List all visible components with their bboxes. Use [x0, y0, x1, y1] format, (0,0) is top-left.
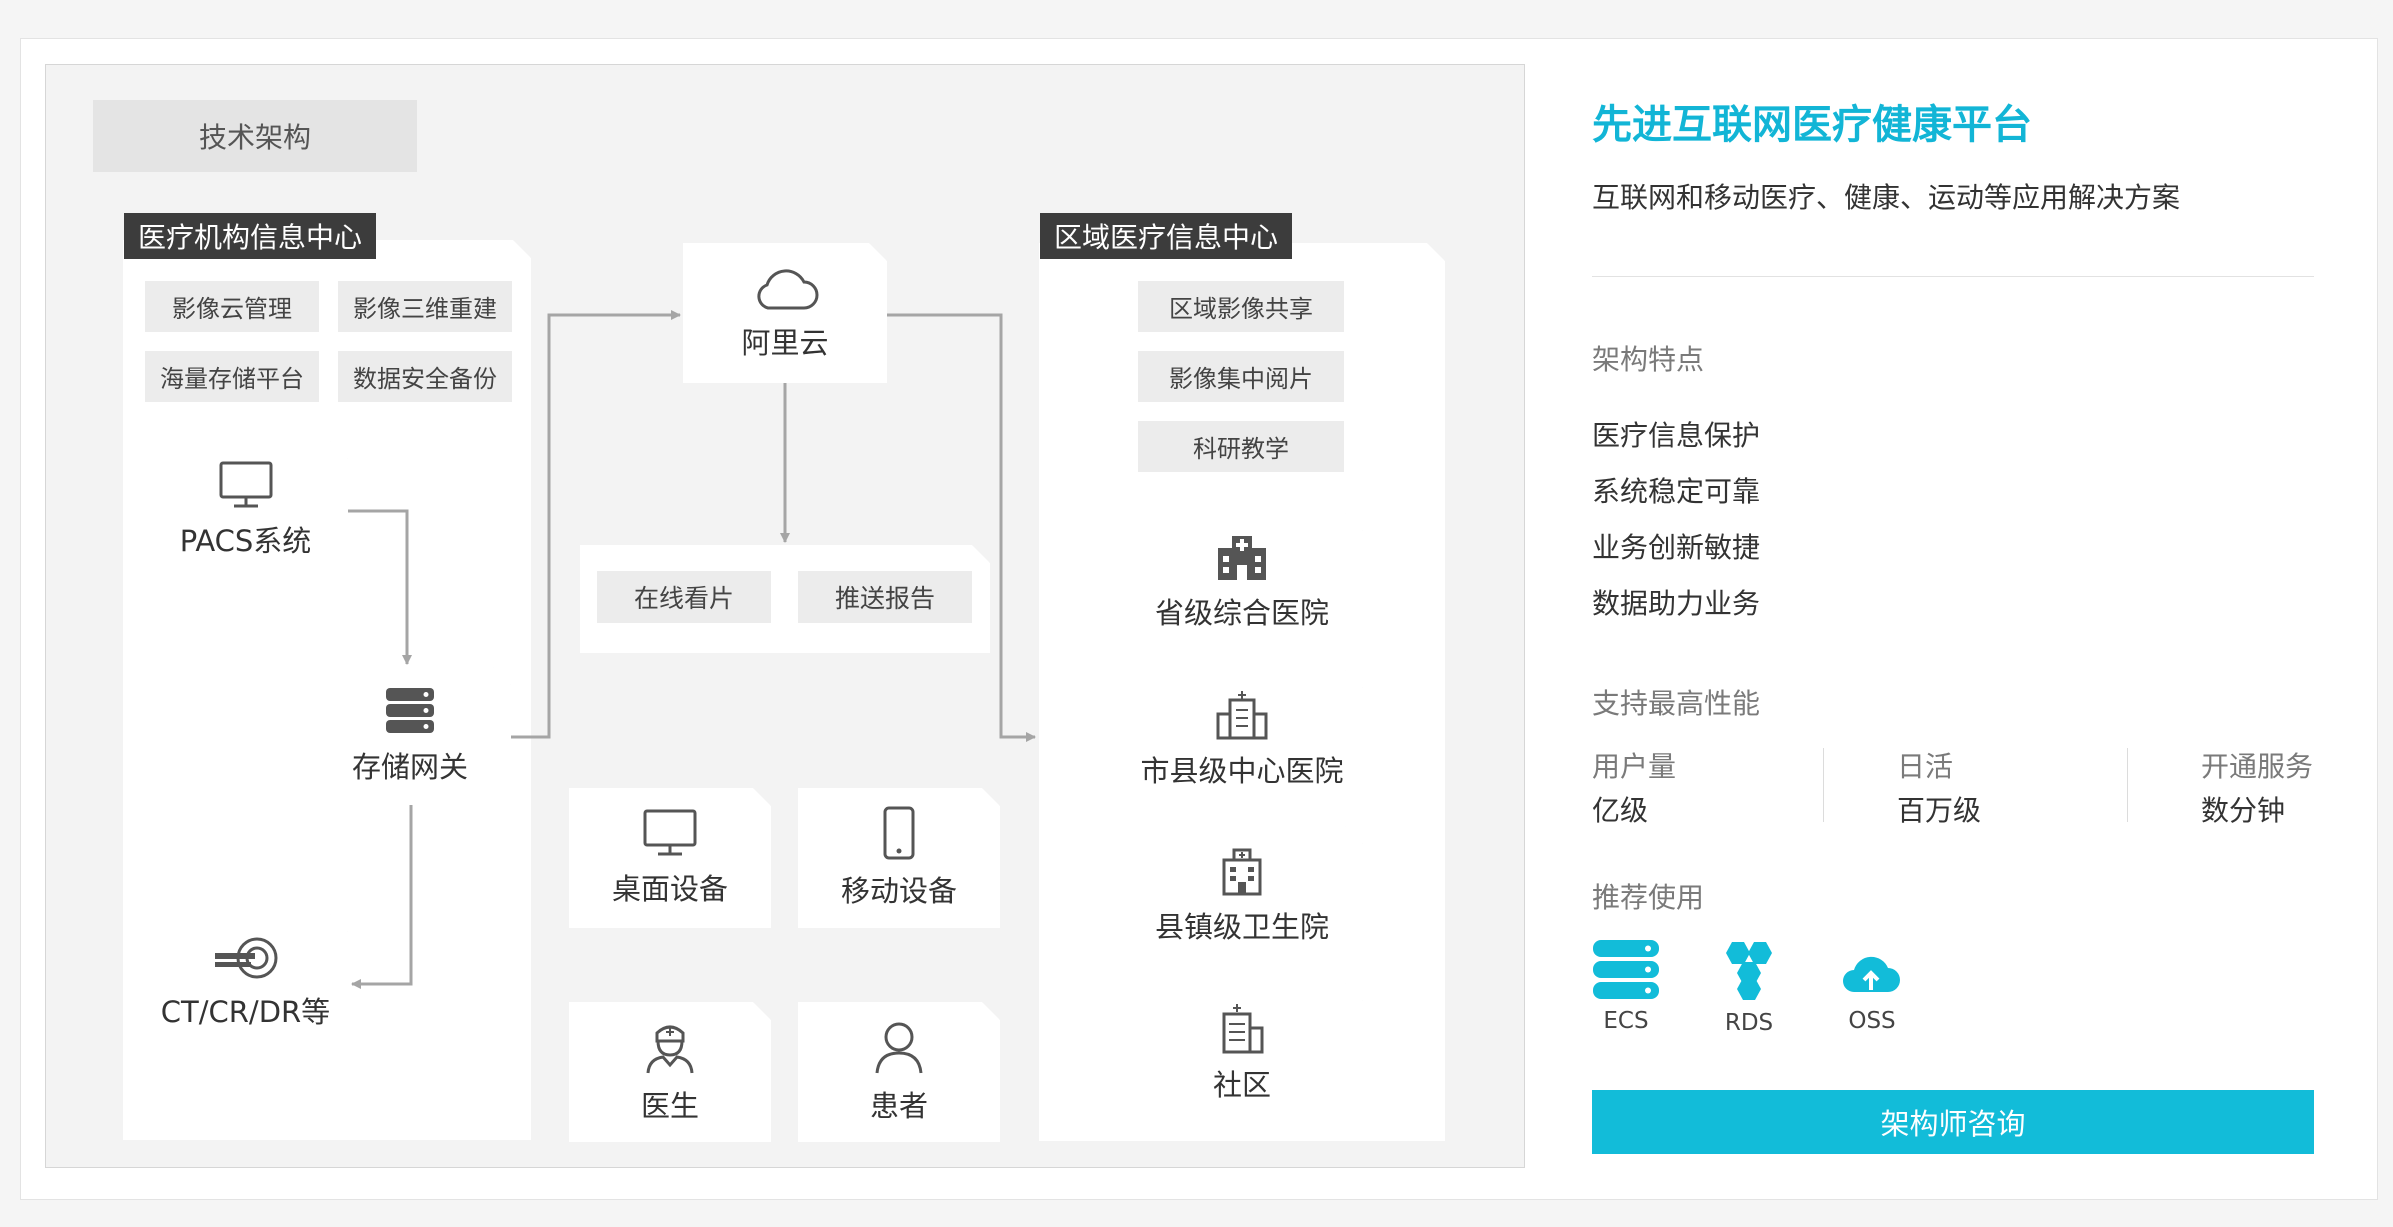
monitor-icon	[642, 808, 698, 858]
cloud-icon	[750, 264, 820, 312]
chip-push-report: 推送报告	[798, 571, 972, 623]
patient-node: 患者	[798, 1002, 1000, 1142]
chip-3d-rebuild: 影像三维重建	[338, 281, 512, 332]
city-hospital-node: 市县级中心医院	[1121, 670, 1363, 810]
feature-item: 数据助力业务	[1592, 587, 1761, 620]
pacs-label: PACS系统	[179, 524, 312, 558]
pacs-node: PACS系统	[143, 441, 348, 579]
diagram-badge: 技术架构	[93, 100, 417, 172]
metric-label: 用户量	[1592, 750, 1677, 783]
provincial-hospital-label: 省级综合医院	[1154, 596, 1329, 630]
regional-center-title: 区域医疗信息中心	[1040, 213, 1293, 259]
mobile-device-node: 移动设备	[798, 788, 1000, 928]
info-title: 先进互联网医疗健康平台	[1592, 102, 2032, 148]
metric-divider	[2127, 748, 2128, 822]
desktop-device-node: 桌面设备	[569, 788, 771, 928]
monitor-icon	[218, 460, 274, 510]
metric-value: 百万级	[1897, 794, 1982, 827]
chip-data-backup: 数据安全备份	[338, 351, 512, 402]
mobile-device-label: 移动设备	[840, 874, 957, 908]
feature-item: 系统稳定可靠	[1592, 475, 1761, 508]
chip-image-cloud: 影像云管理	[145, 281, 319, 332]
city-hospital-label: 市县级中心医院	[1140, 754, 1344, 788]
phone-icon	[882, 806, 916, 860]
recommend-heading: 推荐使用	[1592, 881, 1705, 914]
metric-divider	[1823, 748, 1824, 822]
chip-centralized-reading: 影像集中阅片	[1138, 351, 1344, 402]
provincial-hospital-node: 省级综合医院	[1121, 513, 1363, 653]
gateway-label: 存储网关	[351, 750, 468, 784]
town-clinic-label: 县镇级卫生院	[1154, 910, 1329, 944]
hospital-building-icon	[1214, 690, 1270, 740]
desktop-device-label: 桌面设备	[611, 872, 728, 906]
product-oss-label: OSS	[1848, 1008, 1896, 1034]
features-heading: 架构特点	[1592, 343, 1705, 376]
product-ecs[interactable]: ECS	[1592, 940, 1660, 1034]
medical-center-title: 医疗机构信息中心	[124, 213, 377, 259]
feature-item: 业务创新敏捷	[1592, 531, 1761, 564]
community-label: 社区	[1212, 1068, 1271, 1102]
metric-label: 开通服务	[2201, 750, 2314, 783]
aliyun-label: 阿里云	[741, 326, 829, 360]
community-node: 社区	[1121, 983, 1363, 1123]
chip-research-teaching: 科研教学	[1138, 421, 1344, 472]
product-rds-label: RDS	[1724, 1010, 1774, 1036]
cloud-upload-icon	[1843, 956, 1900, 992]
patient-label: 患者	[869, 1089, 928, 1123]
metric-value: 亿级	[1592, 794, 1649, 827]
chip-online-view: 在线看片	[597, 571, 771, 623]
performance-heading: 支持最高性能	[1592, 687, 1761, 720]
server-icon	[384, 686, 436, 736]
doctor-icon	[643, 1019, 697, 1075]
town-clinic-node: 县镇级卫生院	[1121, 826, 1363, 966]
gateway-node: 存储网关	[309, 667, 511, 805]
aliyun-node: 阿里云	[683, 243, 887, 383]
info-divider	[1592, 276, 2314, 277]
ct-scanner-icon	[213, 935, 279, 981]
server-stack-icon	[1593, 940, 1659, 999]
hospital-icon	[1214, 534, 1270, 582]
chip-regional-share: 区域影像共享	[1138, 281, 1344, 332]
community-building-icon	[1217, 1002, 1267, 1054]
metric-value: 数分钟	[2201, 794, 2286, 827]
metric-label: 日活	[1897, 750, 1954, 783]
feature-item: 医疗信息保护	[1592, 419, 1761, 452]
doctor-node: 医生	[569, 1002, 771, 1142]
doctor-label: 医生	[640, 1089, 699, 1123]
product-oss[interactable]: OSS	[1838, 940, 1906, 1034]
chip-mass-storage: 海量存储平台	[145, 351, 319, 402]
product-rds[interactable]: RDS	[1715, 940, 1783, 1036]
person-icon	[872, 1019, 926, 1075]
ct-label: CT/CR/DR等	[160, 995, 331, 1029]
product-ecs-label: ECS	[1603, 1008, 1649, 1034]
clinic-icon	[1217, 846, 1267, 896]
consult-architect-button[interactable]: 架构师咨询	[1592, 1090, 2314, 1154]
hexagon-cluster-icon	[1726, 942, 1772, 1000]
ct-node: CT/CR/DR等	[143, 914, 348, 1052]
info-subtitle: 互联网和移动医疗、健康、运动等应用解决方案	[1592, 181, 2181, 214]
